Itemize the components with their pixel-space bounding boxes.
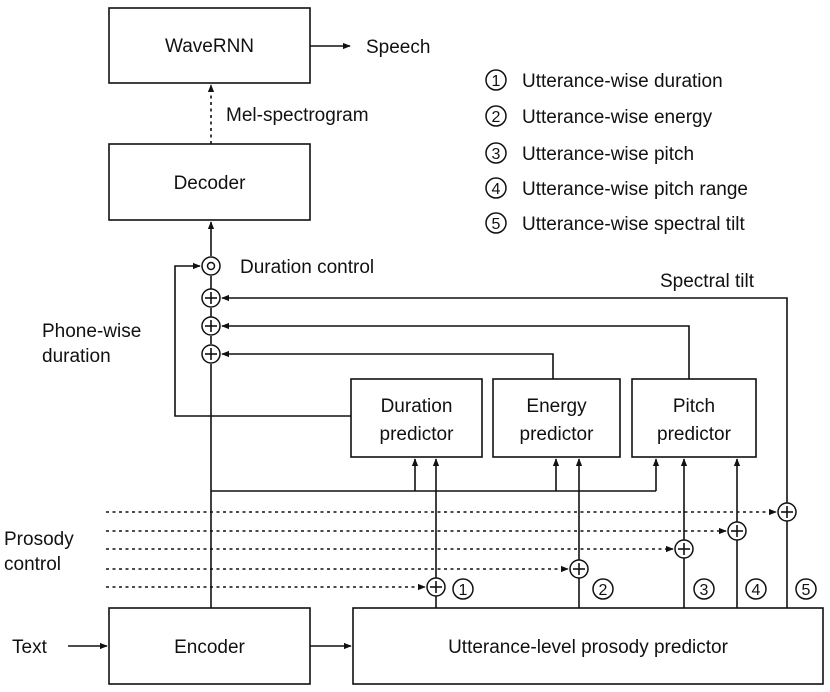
duration-control-operator-icon: [201, 256, 221, 276]
marker-1: 1: [452, 578, 474, 600]
wavernn-block: WaveRNN: [108, 7, 311, 84]
marker-3-number: 3: [700, 582, 709, 599]
marker-3: 3: [693, 578, 715, 600]
phone-wise-duration-label-line1: Phone-wise: [42, 321, 141, 342]
legend-item-2-number: 2: [492, 109, 501, 126]
pitch-to-adder-path: [221, 322, 690, 379]
adder-pitch-icon: [201, 316, 221, 336]
adder-control-pitch-icon: [674, 539, 694, 559]
pitch-predictor-block: Pitch predictor: [631, 378, 757, 458]
pitch-predictor-label-line1: Pitch: [673, 396, 715, 417]
spectral-tilt-to-adder-path: [221, 294, 788, 503]
legend-item-2: 2 Utterance-wise energy: [485, 105, 713, 128]
marker-2: 2: [592, 578, 614, 600]
legend-item-4-text: Utterance-wise pitch range: [522, 179, 748, 200]
phone-wise-duration-path: [174, 262, 351, 417]
legend-item-2-text: Utterance-wise energy: [522, 107, 713, 128]
utterance-level-prosody-predictor-label: Utterance-level prosody predictor: [448, 637, 729, 658]
adder-spectral-tilt-icon: [201, 288, 221, 308]
legend-item-5: 5 Utterance-wise spectral tilt: [485, 212, 746, 235]
duration-predictor-label-line1: Duration: [381, 396, 453, 417]
marker-5: 5: [795, 578, 817, 600]
legend-item-1-number: 1: [492, 73, 501, 90]
marker-4-number: 4: [752, 582, 761, 599]
adder-control-pitch-range-icon: [727, 521, 747, 541]
encoder-label: Encoder: [174, 637, 245, 658]
adder-control-energy-icon: [569, 559, 589, 579]
adder-control-spectral-tilt-icon: [777, 502, 797, 522]
speech-label: Speech: [366, 37, 430, 58]
duration-predictor-label-line2: predictor: [380, 424, 455, 445]
legend: 1 Utterance-wise duration 2 Utterance-wi…: [485, 69, 748, 235]
legend-item-1: 1 Utterance-wise duration: [485, 69, 723, 92]
marker-2-number: 2: [599, 582, 608, 599]
energy-predictor-label-line1: Energy: [526, 396, 587, 417]
pitch-predictor-label-line2: predictor: [657, 424, 732, 445]
energy-predictor-block: Energy predictor: [492, 378, 621, 458]
legend-item-1-text: Utterance-wise duration: [522, 71, 723, 92]
energy-to-adder-path: [221, 350, 554, 379]
prosody-control-label-line1: Prosody: [4, 529, 74, 550]
text-input-label: Text: [12, 637, 48, 658]
legend-item-3-number: 3: [492, 146, 501, 163]
legend-item-4: 4 Utterance-wise pitch range: [485, 177, 748, 200]
marker-5-number: 5: [802, 582, 811, 599]
adder-energy-icon: [201, 344, 221, 364]
marker-4: 4: [745, 578, 767, 600]
legend-item-3: 3 Utterance-wise pitch: [485, 142, 694, 165]
adder-control-duration-icon: [426, 577, 446, 597]
duration-control-label: Duration control: [240, 257, 374, 278]
encoder-block: Encoder: [108, 607, 311, 685]
legend-item-5-number: 5: [492, 216, 501, 233]
duration-predictor-block: Duration predictor: [350, 378, 483, 458]
legend-item-4-number: 4: [492, 181, 501, 198]
mel-spectrogram-label: Mel-spectrogram: [226, 105, 369, 126]
decoder-label: Decoder: [174, 173, 246, 194]
legend-item-3-text: Utterance-wise pitch: [522, 144, 694, 165]
marker-1-number: 1: [459, 582, 468, 599]
wavernn-label: WaveRNN: [165, 36, 254, 57]
energy-predictor-label-line2: predictor: [520, 424, 595, 445]
phone-wise-duration-label-line2: duration: [42, 346, 111, 367]
prosody-control-label-line2: control: [4, 554, 61, 575]
spectral-tilt-label: Spectral tilt: [660, 271, 755, 292]
utterance-level-prosody-predictor-block: Utterance-level prosody predictor: [352, 607, 824, 685]
decoder-block: Decoder: [108, 143, 311, 221]
legend-item-5-text: Utterance-wise spectral tilt: [522, 214, 746, 235]
